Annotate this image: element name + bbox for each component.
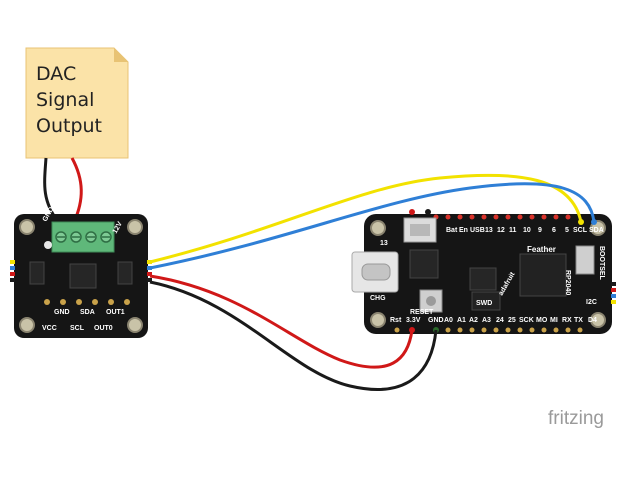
blue-sda-wire <box>149 182 596 270</box>
qwiic-connector-left <box>29 261 45 285</box>
dac-signal-note: DAC Signal Output <box>25 47 129 159</box>
feather-board: Bat En USB 13 12 11 10 9 6 5 SCL SDA 13 … <box>351 209 616 334</box>
bootsel-button <box>575 245 595 275</box>
feather-label-mo: MO <box>536 317 548 324</box>
feather-label-9: 9 <box>538 227 542 234</box>
mount-hole <box>370 220 386 236</box>
mount-hole <box>19 219 35 235</box>
flash-chip <box>469 267 497 291</box>
mount-hole <box>127 219 143 235</box>
feather-label-a3: A3 <box>482 317 491 324</box>
feather-label-12: 12 <box>497 227 505 234</box>
feather-label-a2: A2 <box>469 317 478 324</box>
feather-label-en: En <box>459 227 468 234</box>
feather-label-rx: RX <box>562 317 572 324</box>
note-line-2: Signal <box>36 89 94 111</box>
feather-label-6: 6 <box>552 227 556 234</box>
feather-bootsel: BOOTSEL <box>598 246 605 281</box>
dac-label-gnd: GND <box>54 309 70 316</box>
feather-label-10: 10 <box>523 227 531 234</box>
dac-label-out1: OUT1 <box>106 309 125 316</box>
dac-label-scl: SCL <box>70 325 85 332</box>
dac-label-out0: OUT0 <box>94 325 113 332</box>
mount-hole <box>370 312 386 328</box>
note-line-3: Output <box>36 115 102 137</box>
dac-label-vcc: VCC <box>42 325 57 332</box>
feather-label-bat: Bat <box>446 227 458 234</box>
feather-label-tx: TX <box>574 317 583 324</box>
feather-label-25: 25 <box>508 317 516 324</box>
dac-label-sda: SDA <box>80 309 95 316</box>
feather-chip: RP2040 <box>564 270 571 295</box>
feather-label-a0: A0 <box>444 317 453 324</box>
mount-hole <box>590 312 606 328</box>
red-power-wire <box>149 274 414 369</box>
note-line-1: DAC <box>36 63 76 85</box>
qwiic-connector-right <box>117 261 133 285</box>
regulator-chip <box>409 249 439 279</box>
feather-reset: RESET <box>410 309 434 316</box>
feather-label-a1: A1 <box>457 317 466 324</box>
feather-label-sda: SDA <box>589 227 604 234</box>
rp2040-chip <box>519 253 567 297</box>
feather-label-mi: MI <box>550 317 558 324</box>
dac-logo-icon <box>44 241 52 249</box>
feather-label-d4: D4 <box>588 317 597 324</box>
mount-hole <box>19 317 35 333</box>
dac-board: GND 12V GND SDA OUT1 VCC SCL OUT0 <box>10 206 152 338</box>
feather-label-11: 11 <box>509 227 517 234</box>
mount-hole <box>127 317 143 333</box>
feather-label-3v3: 3.3V <box>406 317 421 324</box>
feather-chg: CHG <box>370 295 386 302</box>
feather-label-rst: Rst <box>390 317 402 324</box>
feather-label-led13: 13 <box>380 240 388 247</box>
feather-label-5: 5 <box>565 227 569 234</box>
dac-chip <box>69 263 97 289</box>
feather-label-13: 13 <box>485 227 493 234</box>
feather-label-24: 24 <box>496 317 504 324</box>
feather-i2c: I2C <box>586 299 597 306</box>
feather-label-sck: SCK <box>519 317 534 324</box>
feather-label-usb: USB <box>470 227 485 234</box>
feather-name: Feather <box>527 245 556 254</box>
fritzing-brand: fritzing <box>548 408 604 429</box>
feather-swd: SWD <box>476 300 492 307</box>
note-red-wire <box>70 157 83 223</box>
swd-connector <box>471 291 501 311</box>
feather-label-gnd: GND <box>428 317 444 324</box>
black-ground-wire <box>149 280 438 391</box>
feather-label-scl: SCL <box>573 227 588 234</box>
